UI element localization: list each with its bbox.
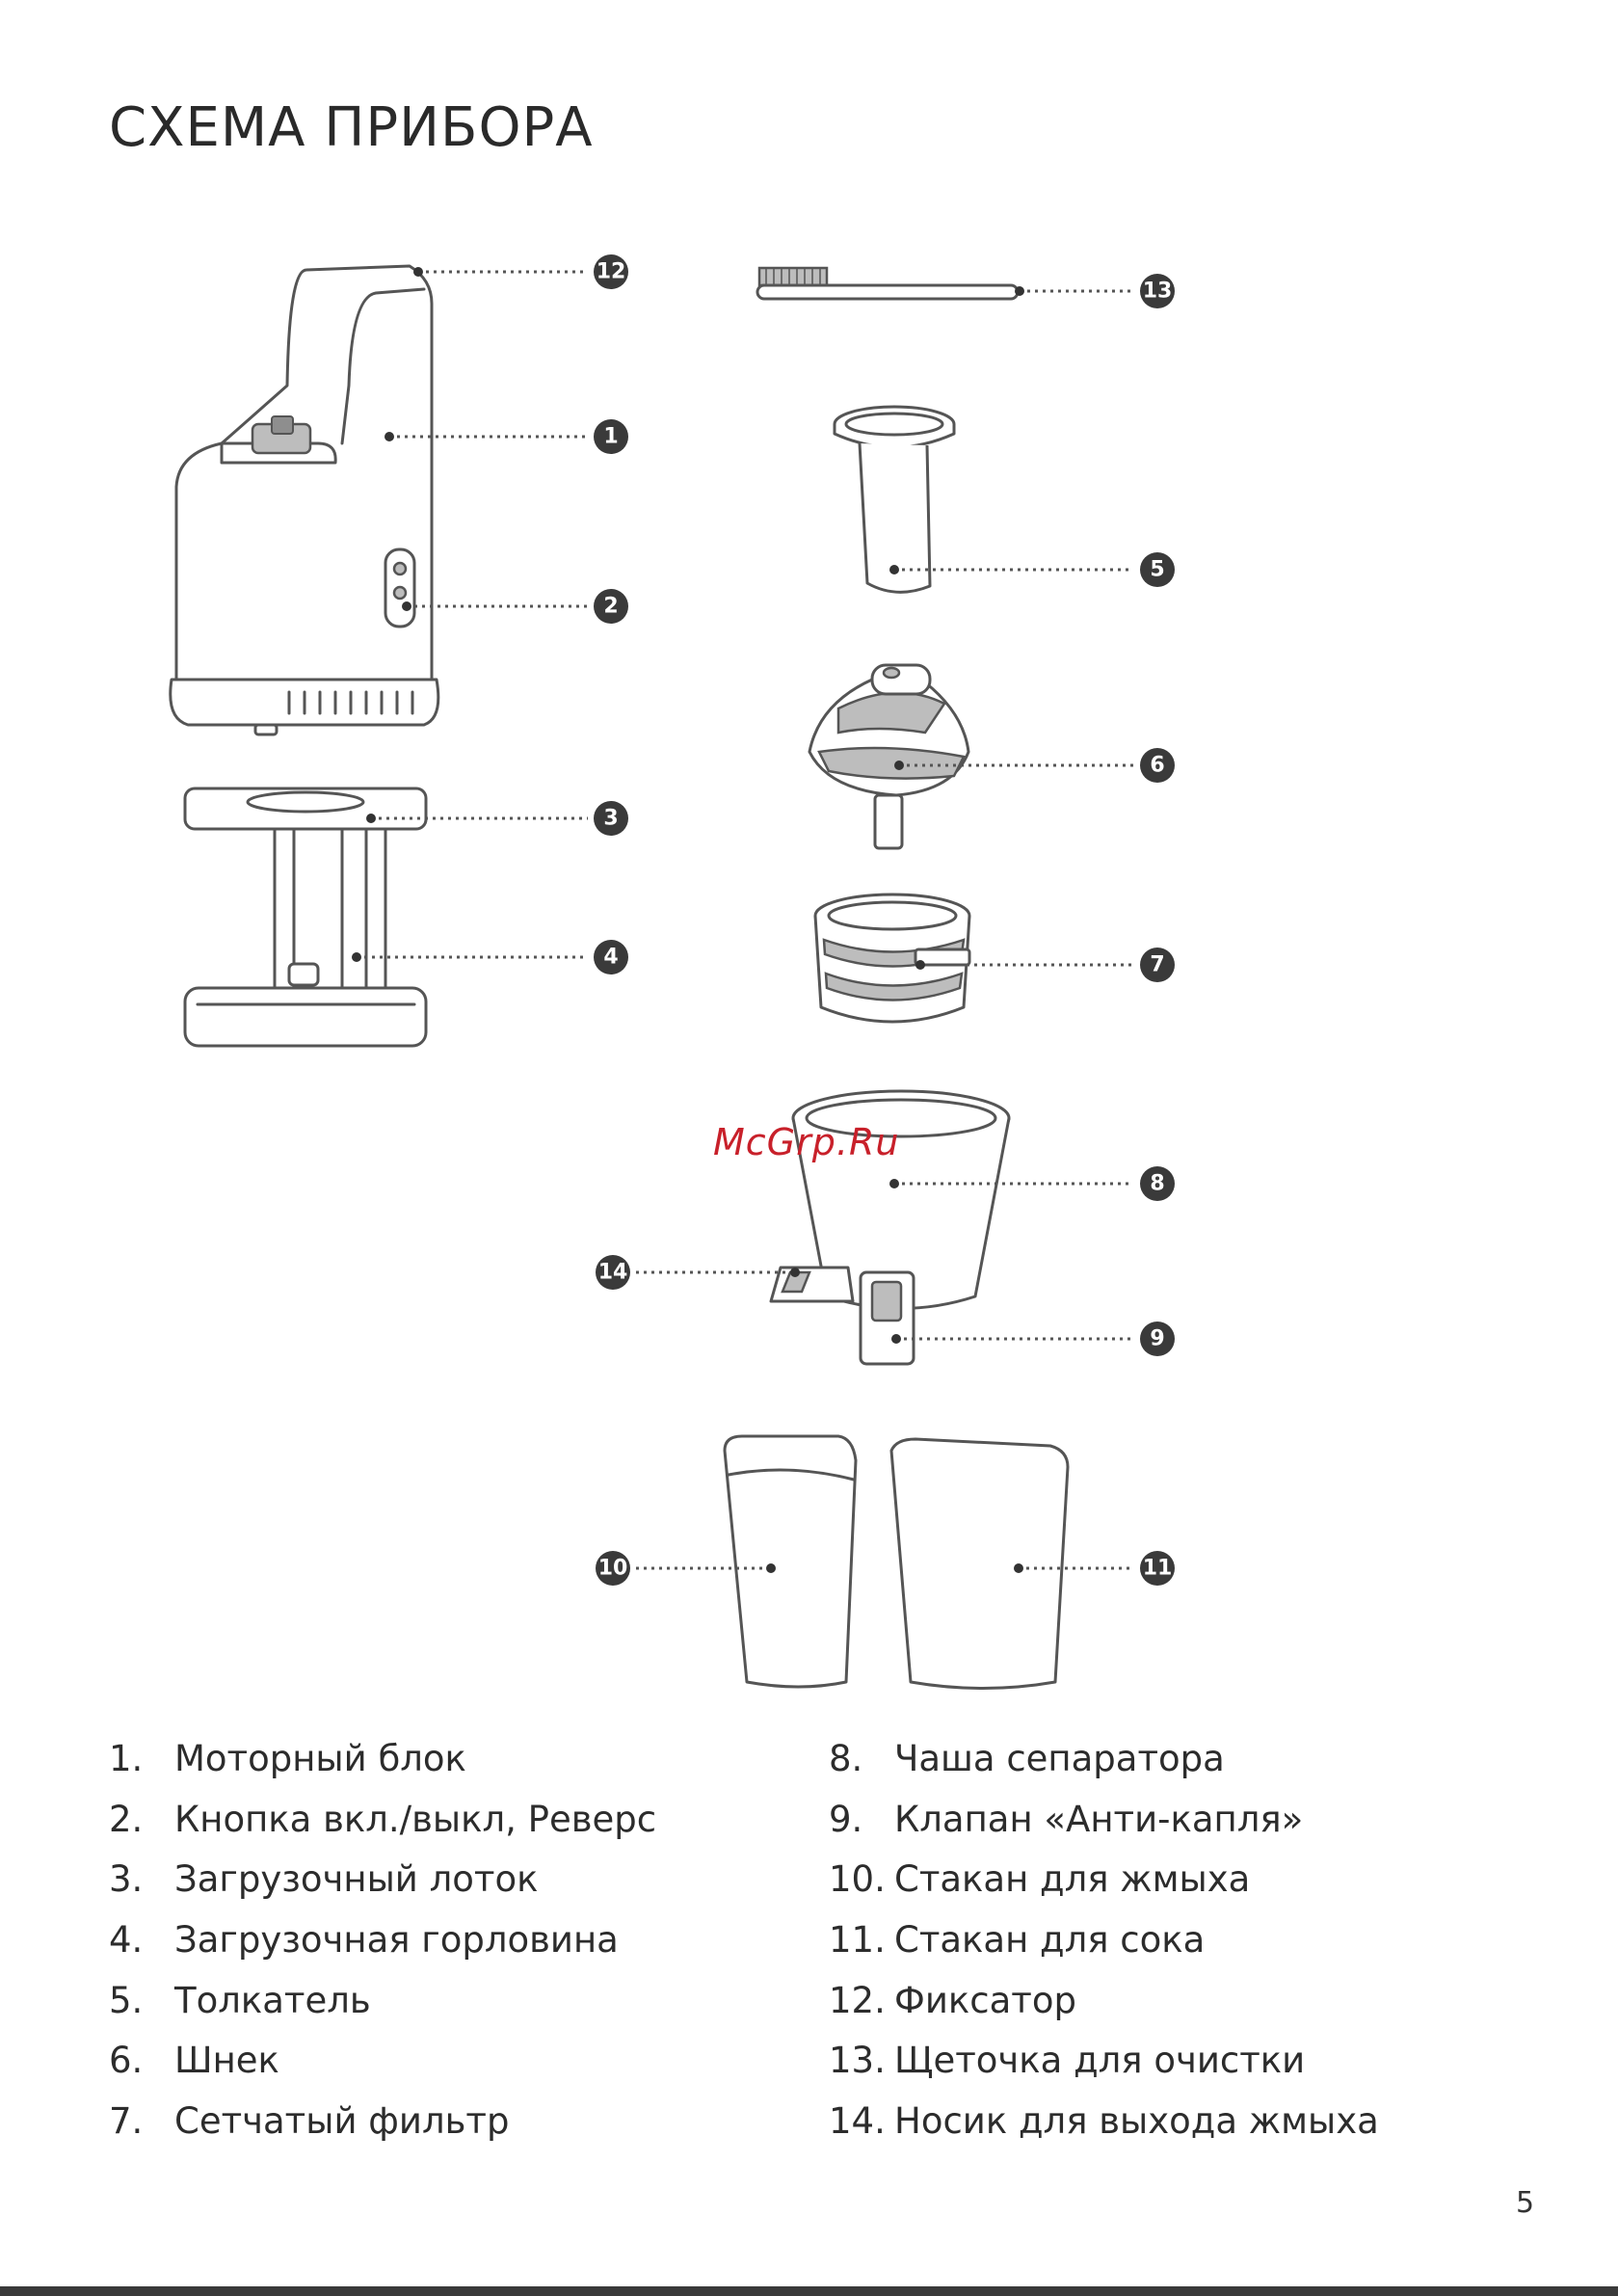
loading-tray-and-chute <box>183 787 428 1048</box>
legend-item: 4. Загрузочная горловина <box>109 1919 656 1982</box>
svg-text:9: 9 <box>1150 1327 1164 1351</box>
callout-badge-12: 12 <box>594 254 628 289</box>
legend-number: 12. <box>829 1979 886 2021</box>
cleaning-brush <box>756 266 1020 301</box>
legend-item: 2. Кнопка вкл./выкл, Реверс <box>109 1798 657 1861</box>
svg-text:13: 13 <box>1143 280 1173 304</box>
page-number: 5 <box>1516 2186 1535 2220</box>
svg-text:10: 10 <box>598 1557 628 1581</box>
callout-badge-13: 13 <box>1140 274 1175 308</box>
legend-number: 4. <box>109 1919 144 1962</box>
callout-badge-14: 14 <box>596 1255 630 1290</box>
parts-legend-left: 1. Моторный блок 2. Кнопка вкл./выкл, Реве… <box>109 1738 657 2163</box>
svg-text:12: 12 <box>597 260 626 284</box>
legend-label: Шнек <box>174 2040 279 2082</box>
callout-badge-8: 8 <box>1140 1166 1175 1201</box>
legend-item: 13.Щеточка для очистки <box>829 2042 1379 2102</box>
callout-badge-5: 5 <box>1140 552 1175 587</box>
legend-number: 7. <box>109 2100 144 2143</box>
pulp-cup <box>723 1434 858 1689</box>
legend-label: Толкатель <box>174 1979 371 2021</box>
legend-item: 9. Клапан «Анти-капля» <box>829 1798 1379 1861</box>
legend-number: 10. <box>829 1858 886 1901</box>
legend-number: 11. <box>829 1919 886 1962</box>
mesh-filter <box>813 893 971 1024</box>
legend-label: Сетчатый фильтр <box>174 2100 510 2143</box>
svg-text:14: 14 <box>598 1261 628 1285</box>
svg-text:3: 3 <box>603 807 618 831</box>
legend-item: 7. Сетчатый фильтр <box>109 2100 656 2163</box>
callout-leaders <box>352 267 1133 1573</box>
auger <box>808 663 970 850</box>
legend-item: 6. Шнек <box>109 2042 656 2102</box>
legend-label: Стакан для сока <box>894 1919 1206 1962</box>
svg-text:11: 11 <box>1143 1557 1173 1581</box>
callout-badge-2: 2 <box>594 589 628 624</box>
callout-badge-7: 7 <box>1140 948 1175 982</box>
legend-item: 1. Моторный блок <box>109 1738 656 1801</box>
legend-label: Щеточка для очистки <box>894 2040 1306 2082</box>
legend-label: Фиксатор <box>894 1979 1076 2021</box>
legend-number: 6. <box>109 2040 144 2082</box>
legend-label: Загрузочный лоток <box>174 1858 539 1901</box>
legend-number: 3. <box>109 1858 144 1901</box>
separator-bowl <box>769 1089 1011 1366</box>
legend-item: 14.Носик для выхода жмыха <box>829 2100 1379 2163</box>
svg-text:2: 2 <box>603 595 618 619</box>
legend-number: 14. <box>829 2100 886 2143</box>
pusher <box>833 405 956 594</box>
svg-text:6: 6 <box>1150 754 1164 778</box>
svg-text:5: 5 <box>1150 558 1164 582</box>
legend-label: Загрузочная горловина <box>174 1919 619 1962</box>
svg-text:1: 1 <box>603 425 618 449</box>
callout-badge-11: 11 <box>1140 1551 1175 1586</box>
legend-item: 3. Загрузочный лоток <box>109 1860 656 1921</box>
legend-label: Клапан «Анти-капля» <box>894 1798 1304 1840</box>
callout-badge-10: 10 <box>596 1551 630 1586</box>
parts-diagram: .ol { fill: #fff; stroke: #555; stroke-w… <box>169 254 1175 1690</box>
legend-item: 5. Толкатель <box>109 1979 656 2042</box>
callout-badge-1: 1 <box>594 419 628 454</box>
legend-label: Носик для выхода жмыха <box>894 2100 1379 2143</box>
page-title: СХЕМА ПРИБОРА <box>109 96 594 159</box>
legend-label: Кнопка вкл./выкл, Реверс <box>174 1798 657 1840</box>
legend-number: 13. <box>829 2040 886 2082</box>
legend-item: 10.Стакан для жмыха <box>829 1860 1379 1921</box>
motor-block <box>169 264 440 736</box>
callout-badge-4: 4 <box>594 940 628 974</box>
legend-item: 8. Чаша сепаратора <box>829 1738 1379 1801</box>
svg-text:7: 7 <box>1150 953 1164 977</box>
callout-badge-6: 6 <box>1140 748 1175 783</box>
legend-number: 1. <box>109 1738 144 1779</box>
legend-item: 11.Стакан для сока <box>829 1919 1379 1982</box>
legend-number: 9. <box>829 1798 863 1840</box>
callout-badge-9: 9 <box>1140 1322 1175 1356</box>
bottom-rule <box>0 2286 1618 2296</box>
legend-number: 8. <box>829 1738 863 1779</box>
juice-cup <box>889 1437 1070 1690</box>
legend-label: Моторный блок <box>174 1738 466 1779</box>
callout-badge-3: 3 <box>594 801 628 836</box>
svg-text:8: 8 <box>1150 1172 1164 1196</box>
legend-item: 12.Фиксатор <box>829 1979 1379 2042</box>
legend-label: Стакан для жмыха <box>894 1858 1251 1901</box>
svg-text:4: 4 <box>603 946 618 970</box>
legend-number: 2. <box>109 1798 144 1840</box>
watermark: McGrp.Ru <box>713 1121 900 1163</box>
legend-label: Чаша сепаратора <box>894 1738 1225 1779</box>
legend-number: 5. <box>109 1979 144 2021</box>
parts-legend-right: 8.Чаша сепаратора 9.Клапан «Анти-капля» … <box>829 1738 1379 2163</box>
